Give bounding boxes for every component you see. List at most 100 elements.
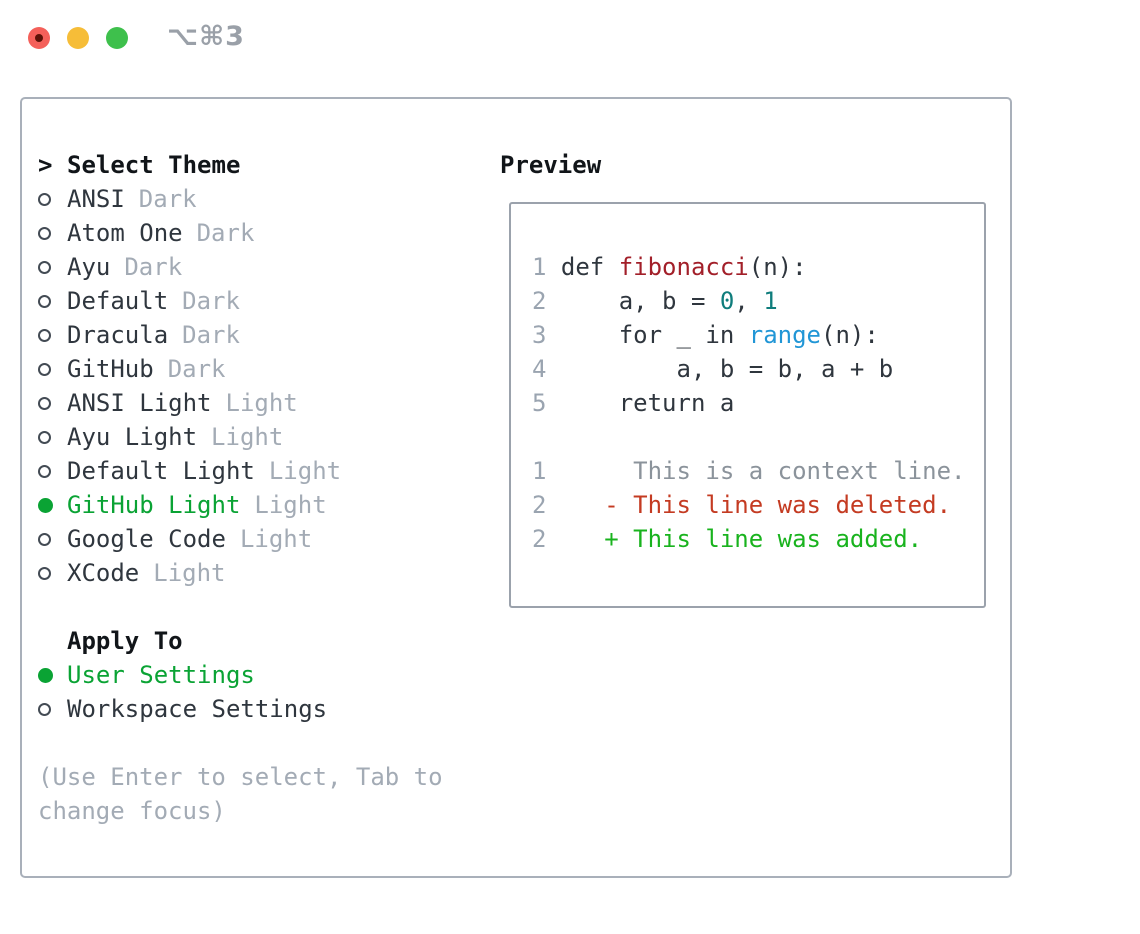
- hint-text: (Use Enter to select, Tab to change focu…: [38, 763, 443, 825]
- radio-cell: [38, 497, 67, 513]
- theme-option-label: Dracula: [67, 321, 169, 349]
- code-segment: This is a context line.: [546, 457, 966, 485]
- apply-to-header-row: Apply To: [38, 624, 508, 658]
- code-line: 2 a, b = 0, 1: [532, 284, 965, 318]
- apply-option[interactable]: User Settings: [38, 658, 508, 692]
- radio-cell: [38, 192, 67, 206]
- code-segment: 1: [763, 287, 778, 315]
- apply-option-label: Workspace Settings: [67, 695, 328, 723]
- theme-option-label: Default Light: [67, 457, 255, 485]
- preview-header: Preview: [500, 151, 602, 179]
- theme-option[interactable]: Dracula Dark: [38, 318, 508, 352]
- code-line: 3 for _ in range(n):: [532, 318, 965, 352]
- close-button[interactable]: [28, 27, 50, 49]
- radio-cell: [38, 702, 67, 716]
- theme-option[interactable]: ANSI Dark: [38, 182, 508, 216]
- keyboard-shortcut-title: ⌥⌘3: [167, 21, 245, 52]
- theme-option-label: Ayu: [67, 253, 111, 281]
- radio-cell: [38, 566, 67, 580]
- theme-variant-label: Dark: [182, 287, 240, 315]
- code-segment: ,: [734, 287, 764, 315]
- radio-selected-icon: [38, 497, 53, 513]
- apply-option-label: User Settings: [67, 661, 255, 689]
- radio-cell: [38, 260, 67, 274]
- theme-option[interactable]: ANSI Light Light: [38, 386, 508, 420]
- theme-option[interactable]: Ayu Dark: [38, 250, 508, 284]
- theme-option[interactable]: Ayu Light Light: [38, 420, 508, 454]
- code-line: 5 return a: [532, 386, 965, 420]
- code-segment: for _ in: [546, 321, 749, 349]
- code-line: 2 - This line was deleted.: [532, 488, 965, 522]
- code-segment: (n):: [821, 321, 879, 349]
- line-number: 3: [532, 321, 547, 349]
- theme-option-label: Google Code: [67, 525, 226, 553]
- radio-unselected-icon: [38, 566, 51, 580]
- theme-option[interactable]: Default Light Light: [38, 454, 508, 488]
- line-number: 4: [532, 355, 547, 383]
- radio-unselected-icon: [38, 702, 51, 716]
- code-segment: range: [748, 321, 821, 349]
- radio-cell: [38, 396, 67, 410]
- radio-cell: [38, 532, 67, 546]
- theme-option-label: GitHub: [67, 355, 154, 383]
- theme-variant-label: Dark: [138, 185, 197, 213]
- radio-cell: [38, 430, 67, 444]
- apply-to-header: Apply To: [67, 627, 183, 655]
- radio-unselected-icon: [38, 464, 51, 478]
- theme-variant-label: Light: [268, 457, 342, 485]
- theme-variant-label: Dark: [167, 355, 226, 383]
- prompt-chevron-icon: >: [38, 151, 53, 179]
- code-line: 1 def fibonacci(n):: [532, 250, 965, 284]
- radio-unselected-icon: [38, 294, 51, 308]
- theme-option-label: Ayu Light: [67, 423, 198, 451]
- theme-variant-label: Dark: [182, 321, 240, 349]
- code-line: 4 a, b = b, a + b: [532, 352, 965, 386]
- spacer: [38, 590, 508, 624]
- code-segment: a, b = b, a + b: [546, 355, 894, 383]
- radio-selected-icon: [38, 667, 53, 683]
- radio-unselected-icon: [38, 260, 51, 274]
- line-number: 1: [532, 457, 547, 485]
- radio-unselected-icon: [38, 192, 51, 206]
- theme-variant-label: Dark: [196, 219, 255, 247]
- line-number: 2: [532, 287, 547, 315]
- code-segment: def: [546, 253, 619, 281]
- radio-cell: [38, 328, 67, 342]
- code-segment: (n):: [748, 253, 807, 281]
- spacer: [38, 726, 508, 760]
- radio-unselected-icon: [38, 396, 51, 410]
- code-segment: return a: [546, 389, 735, 417]
- theme-option-label: ANSI: [67, 185, 125, 213]
- line-number: 1: [532, 253, 547, 281]
- zoom-button[interactable]: [106, 27, 128, 49]
- theme-variant-label: Light: [254, 491, 327, 519]
- theme-option-label: ANSI Light: [67, 389, 212, 417]
- radio-cell: [38, 464, 67, 478]
- code-segment: 0: [719, 287, 735, 315]
- code-segment: fibonacci: [618, 253, 749, 281]
- theme-option-label: Atom One: [67, 219, 183, 247]
- theme-option[interactable]: GitHub Dark: [38, 352, 508, 386]
- theme-option[interactable]: Atom One Dark: [38, 216, 508, 250]
- code-segment: - This line was deleted.: [546, 491, 952, 519]
- theme-variant-label: Light: [211, 423, 284, 451]
- theme-variant-label: Light: [225, 389, 298, 417]
- theme-option-label: XCode: [67, 559, 140, 587]
- radio-unselected-icon: [38, 532, 51, 546]
- code-line: [532, 420, 965, 454]
- apply-option[interactable]: Workspace Settings: [38, 692, 508, 726]
- radio-cell: [38, 362, 67, 376]
- radio-unselected-icon: [38, 362, 51, 376]
- radio-cell: [38, 667, 67, 683]
- theme-variant-label: Dark: [124, 253, 183, 281]
- minimize-button[interactable]: [67, 27, 89, 49]
